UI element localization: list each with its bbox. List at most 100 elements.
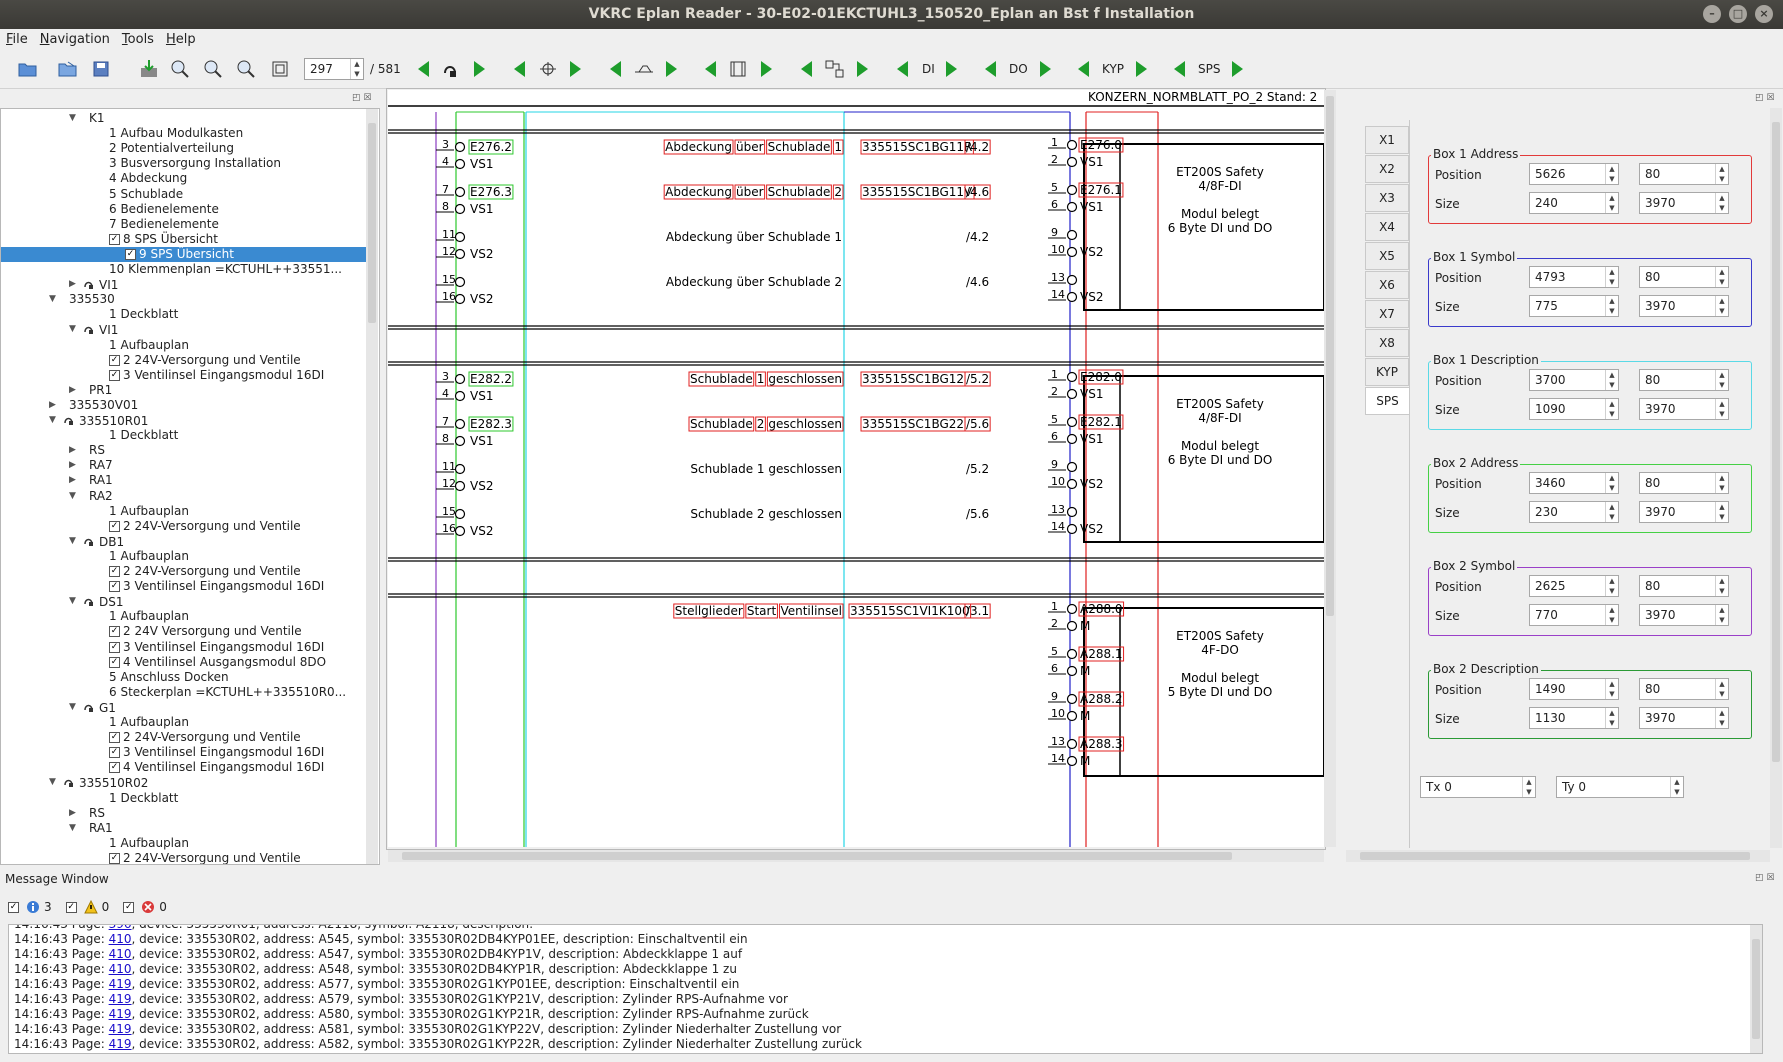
page-link[interactable]: 419 <box>108 1007 132 1021</box>
tree-item[interactable]: 335530V01 <box>69 398 138 413</box>
page-checkbox[interactable]: ✓ <box>109 852 120 864</box>
tree-item[interactable]: 1 Aufbauplan <box>109 715 189 730</box>
ty-spin[interactable]: ▲▼ <box>1670 777 1683 797</box>
maximize-button[interactable]: □ <box>1729 5 1747 23</box>
zoom-fit-icon[interactable] <box>236 59 256 79</box>
expand-closed-icon[interactable]: ▶ <box>69 460 76 471</box>
tree-item[interactable]: G1 <box>84 700 116 715</box>
position-input-x[interactable]: 2625▲▼ <box>1529 575 1619 597</box>
tree-item[interactable]: RS <box>89 443 105 458</box>
close-button[interactable]: × <box>1755 5 1773 23</box>
expand-open-icon[interactable]: ▼ <box>69 822 76 833</box>
next-device-button[interactable] <box>857 59 868 79</box>
spin-arrows[interactable]: ▲▼ <box>1605 502 1618 522</box>
tab-x5[interactable]: X5 <box>1365 242 1409 270</box>
next-page-button[interactable] <box>474 59 485 79</box>
zoom-out-icon[interactable] <box>203 59 223 79</box>
ty-input[interactable]: Ty 0 ▲▼ <box>1556 776 1684 798</box>
tree-item[interactable]: ✓2 24V-Versorgung und Ventile <box>109 564 301 579</box>
spin-arrows[interactable]: ▲▼ <box>1605 399 1618 419</box>
expand-open-icon[interactable]: ▼ <box>69 324 76 335</box>
tab-x6[interactable]: X6 <box>1365 271 1409 299</box>
spin-arrows[interactable]: ▲▼ <box>1605 296 1618 316</box>
expand-open-icon[interactable]: ▼ <box>69 113 76 123</box>
size-input-x[interactable]: 1130▲▼ <box>1529 707 1619 729</box>
tree-item[interactable]: ✓3 Ventilinsel Eingangsmodul 16DI <box>109 745 324 760</box>
tree-item[interactable]: 1 Aufbauplan <box>109 504 189 519</box>
expand-closed-icon[interactable]: ▶ <box>69 807 76 818</box>
position-input-y[interactable]: 80▲▼ <box>1639 369 1729 391</box>
zoom-page-icon[interactable] <box>270 59 290 79</box>
tree-item[interactable]: ✓2 24V-Versorgung und Ventile <box>109 519 301 534</box>
next-sps-button[interactable] <box>1232 59 1243 79</box>
tab-kyp[interactable]: KYP <box>1365 358 1409 386</box>
position-input-y[interactable]: 80▲▼ <box>1639 575 1729 597</box>
expand-open-icon[interactable]: ▼ <box>69 490 76 501</box>
tree-item[interactable]: 5 Anschluss Docken <box>109 670 229 685</box>
tree-item[interactable]: RS <box>89 806 105 821</box>
tree-item[interactable]: 5 Schublade <box>109 187 183 202</box>
tree-item[interactable]: DS1 <box>84 594 124 609</box>
tab-sps[interactable]: SPS <box>1365 387 1409 415</box>
error-filter-checkbox[interactable]: ✓ <box>123 901 135 913</box>
expand-closed-icon[interactable]: ▶ <box>69 475 76 486</box>
page-checkbox[interactable]: ✓ <box>125 248 136 260</box>
prev-module-button[interactable] <box>705 59 716 79</box>
prev-ref-button[interactable] <box>514 59 525 79</box>
tree-item[interactable]: RA7 <box>89 458 113 473</box>
tree-item[interactable]: 2 Potentialverteilung <box>109 141 234 156</box>
prev-page-button[interactable] <box>418 59 429 79</box>
size-input-x[interactable]: 770▲▼ <box>1529 604 1619 626</box>
page-checkbox[interactable]: ✓ <box>109 641 120 653</box>
tree-item[interactable]: ✓2 24V Versorgung und Ventile <box>109 624 302 639</box>
position-input-y[interactable]: 80▲▼ <box>1639 472 1729 494</box>
zoom-in-icon[interactable] <box>170 59 190 79</box>
tree-item[interactable]: 1 Aufbauplan <box>109 836 189 851</box>
tree-item[interactable]: ✓2 24V-Versorgung und Ventile <box>109 730 301 745</box>
warning-filter-checkbox[interactable]: ✓ <box>65 901 77 913</box>
tree-item[interactable]: ✓3 Ventilinsel Eingangsmodul 16DI <box>109 640 324 655</box>
export-icon[interactable] <box>138 59 160 79</box>
message-panel-buttons[interactable]: ◰ ☒ <box>1755 873 1775 883</box>
size-input-y[interactable]: 3970▲▼ <box>1639 707 1729 729</box>
page-checkbox[interactable]: ✓ <box>109 566 120 577</box>
tree-item[interactable]: ✓3 Ventilinsel Eingangsmodul 16DI <box>109 579 324 594</box>
expand-open-icon[interactable]: ▼ <box>49 294 56 305</box>
page-spin-arrows[interactable]: ▲▼ <box>350 59 363 79</box>
expand-closed-icon[interactable]: ▶ <box>69 445 76 456</box>
next-ref-button[interactable] <box>570 59 581 79</box>
size-input-x[interactable]: 1090▲▼ <box>1529 398 1619 420</box>
tree-item[interactable]: RA2 <box>89 489 113 504</box>
spin-arrows[interactable]: ▲▼ <box>1605 193 1618 213</box>
page-checkbox[interactable]: ✓ <box>109 747 120 759</box>
size-input-y[interactable]: 3970▲▼ <box>1639 398 1729 420</box>
spin-arrows[interactable]: ▲▼ <box>1715 193 1728 213</box>
page-link[interactable]: 419 <box>108 1037 132 1051</box>
menu-help[interactable]: Help <box>160 29 202 51</box>
spin-arrows[interactable]: ▲▼ <box>1715 473 1728 493</box>
expand-closed-icon[interactable]: ▶ <box>49 399 56 410</box>
expand-open-icon[interactable]: ▼ <box>49 777 56 788</box>
tree-item[interactable]: 335510R02 <box>64 775 148 790</box>
page-link[interactable]: 419 <box>108 992 132 1006</box>
tab-x7[interactable]: X7 <box>1365 300 1409 328</box>
drawing-hscrollbar[interactable] <box>388 850 1324 862</box>
page-link[interactable]: 410 <box>108 932 132 946</box>
position-input-y[interactable]: 80▲▼ <box>1639 678 1729 700</box>
tree-scrollbar-thumb[interactable] <box>368 123 376 323</box>
expand-open-icon[interactable]: ▼ <box>69 596 76 607</box>
page-link[interactable]: 396 <box>108 924 132 931</box>
tree-item[interactable]: ✓2 24V-Versorgung und Ventile <box>109 353 301 368</box>
spin-arrows[interactable]: ▲▼ <box>1605 370 1618 390</box>
spin-arrows[interactable]: ▲▼ <box>1605 708 1618 728</box>
position-input-y[interactable]: 80▲▼ <box>1639 163 1729 185</box>
drawing-hscroll-thumb[interactable] <box>402 852 1232 860</box>
page-link[interactable]: 419 <box>108 1022 132 1036</box>
tx-spin[interactable]: ▲▼ <box>1522 777 1535 797</box>
props-panel-buttons[interactable]: ◰ ☒ <box>1755 93 1775 103</box>
save-icon[interactable] <box>92 59 110 79</box>
tree-item[interactable]: 6 Steckerplan =KCTUHL++335510R0... <box>109 685 346 700</box>
position-input-x[interactable]: 1490▲▼ <box>1529 678 1619 700</box>
drawing-vscrollbar[interactable] <box>1324 90 1336 847</box>
